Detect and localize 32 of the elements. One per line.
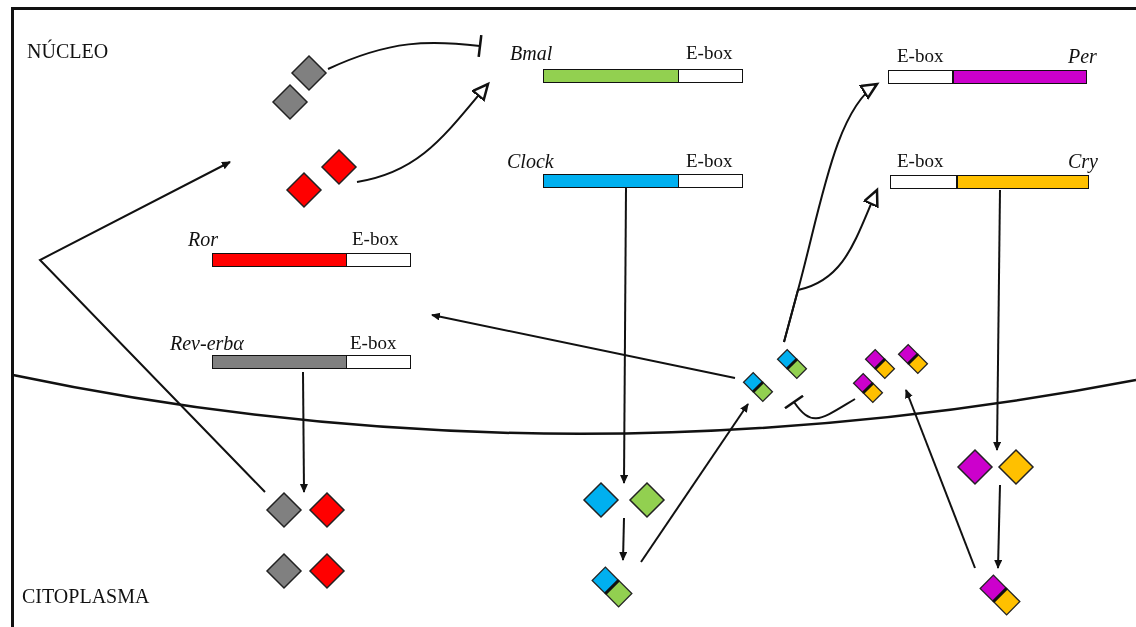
ebox-label: E-box <box>352 228 399 250</box>
ebox-label: E-box <box>686 150 733 172</box>
ebox-label: E-box <box>686 42 733 64</box>
region-label: NÚCLEO <box>27 40 109 62</box>
protein-diamonds-drawing <box>265 492 347 589</box>
gene-name: Ror <box>188 228 218 250</box>
arrow <box>38 161 266 493</box>
arrow <box>993 189 1002 451</box>
protein-diamonds-drawing <box>270 55 328 120</box>
arrow <box>431 312 736 379</box>
arrow <box>619 517 628 561</box>
gene-name: Rev-erbα <box>170 332 244 354</box>
arrow <box>994 484 1003 569</box>
arrow <box>640 403 749 563</box>
arrow <box>356 82 490 183</box>
protein-diamonds-drawing <box>285 150 358 208</box>
gene-name: Per <box>1068 45 1097 67</box>
region-label: CITOPLASMA <box>22 585 150 607</box>
arrow <box>783 188 879 343</box>
gene-name: Bmal <box>510 42 553 64</box>
gene-name: Clock <box>507 150 554 172</box>
protein-diamonds-drawing <box>957 450 1035 485</box>
ebox-label: E-box <box>897 45 944 67</box>
protein-diamonds-drawing <box>584 483 664 518</box>
arrow <box>299 371 308 493</box>
ebox-label: E-box <box>897 150 944 172</box>
arrow <box>905 389 976 569</box>
arrow <box>620 187 629 484</box>
inhibition-line <box>783 394 856 420</box>
inhibition-line <box>327 33 483 70</box>
gene-name: Cry <box>1068 150 1098 172</box>
ebox-label: E-box <box>350 332 397 354</box>
